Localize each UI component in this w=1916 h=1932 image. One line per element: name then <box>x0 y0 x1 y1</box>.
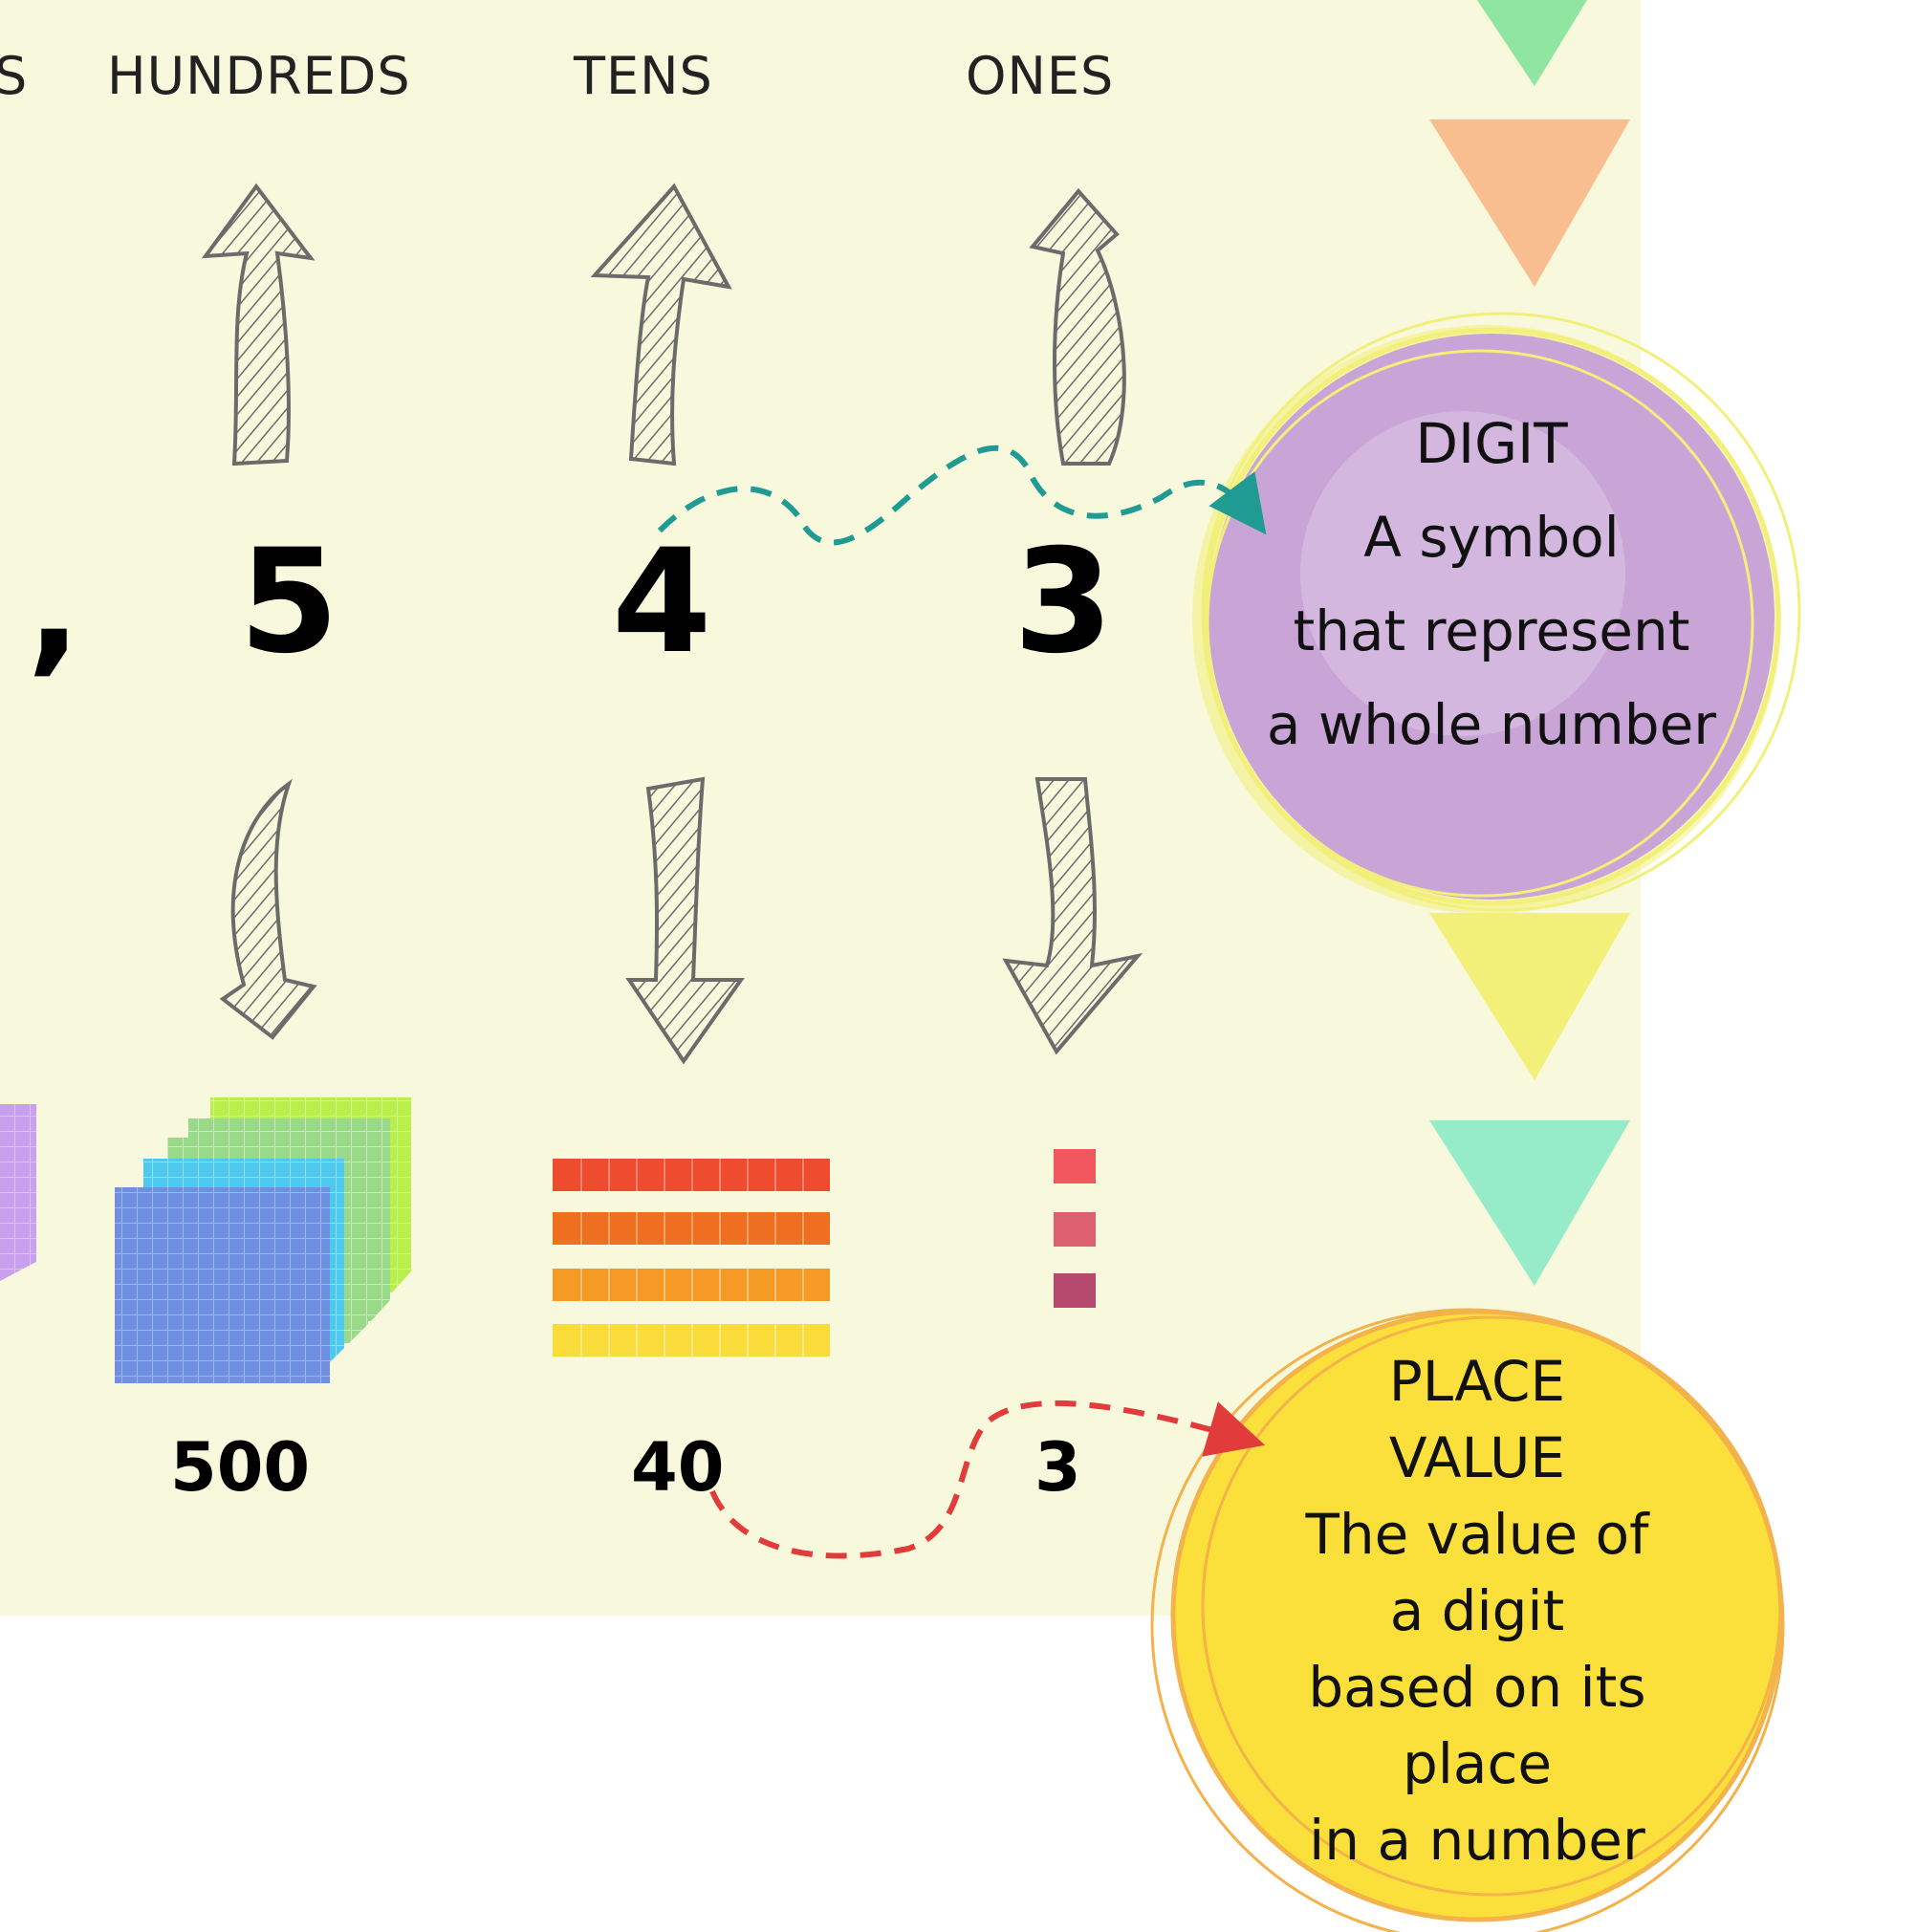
place-value-pointer-arrow <box>709 1400 1266 1559</box>
ones-cubes <box>1054 1149 1096 1308</box>
tens-digit: 4 <box>612 519 712 685</box>
yellow-triangle <box>1429 913 1630 1080</box>
hundreds-value: 500 <box>170 1428 311 1507</box>
partial-column-heading: S <box>0 46 29 106</box>
digit-line-3: a whole number <box>1266 692 1717 757</box>
place-value-line-3: based on its <box>1308 1655 1646 1720</box>
digit-bubble <box>1192 312 1801 914</box>
hundreds-digit: 5 <box>239 519 339 685</box>
ones-down-arrow <box>1002 777 1143 1055</box>
place-value-bubble <box>1150 1308 1785 1932</box>
hundreds-flats <box>0 1097 411 1383</box>
green-triangle <box>1477 0 1587 86</box>
ones-value: 3 <box>1034 1428 1081 1507</box>
orange-triangle <box>1429 119 1630 287</box>
hundreds-up-arrow <box>201 183 316 467</box>
place-value-title-2: VALUE <box>1388 1425 1566 1490</box>
digit-title: DIGIT <box>1415 411 1568 476</box>
thousands-comma: , <box>27 524 81 690</box>
place-value-definition: PLACE VALUE The value of a digit based o… <box>1229 1343 1726 1878</box>
tens-up-arrow <box>590 183 732 467</box>
tens-rods <box>553 1159 830 1357</box>
mint-triangle <box>1429 1120 1630 1286</box>
ones-heading: ONES <box>966 46 1115 106</box>
digit-pointer-arrow <box>657 445 1267 546</box>
hundreds-heading: HUNDREDS <box>107 46 411 106</box>
hundreds-down-arrow <box>219 778 317 1040</box>
digit-line-2: that represent <box>1293 598 1690 663</box>
digit-definition: DIGIT A symbol that represent a whole nu… <box>1224 397 1759 771</box>
place-value-title-1: PLACE <box>1388 1349 1566 1414</box>
place-value-line-4: place <box>1402 1731 1553 1796</box>
place-value-line-1: The value of <box>1305 1502 1649 1567</box>
ones-up-arrow <box>1029 187 1126 466</box>
place-value-line-5: in a number <box>1309 1808 1645 1873</box>
ones-digit: 3 <box>1013 519 1114 685</box>
tens-value: 40 <box>631 1428 725 1507</box>
digit-line-1: A symbol <box>1363 505 1620 570</box>
place-value-line-2: a digit <box>1389 1578 1565 1643</box>
tens-heading: TENS <box>574 46 713 106</box>
tens-down-arrow <box>625 776 745 1065</box>
